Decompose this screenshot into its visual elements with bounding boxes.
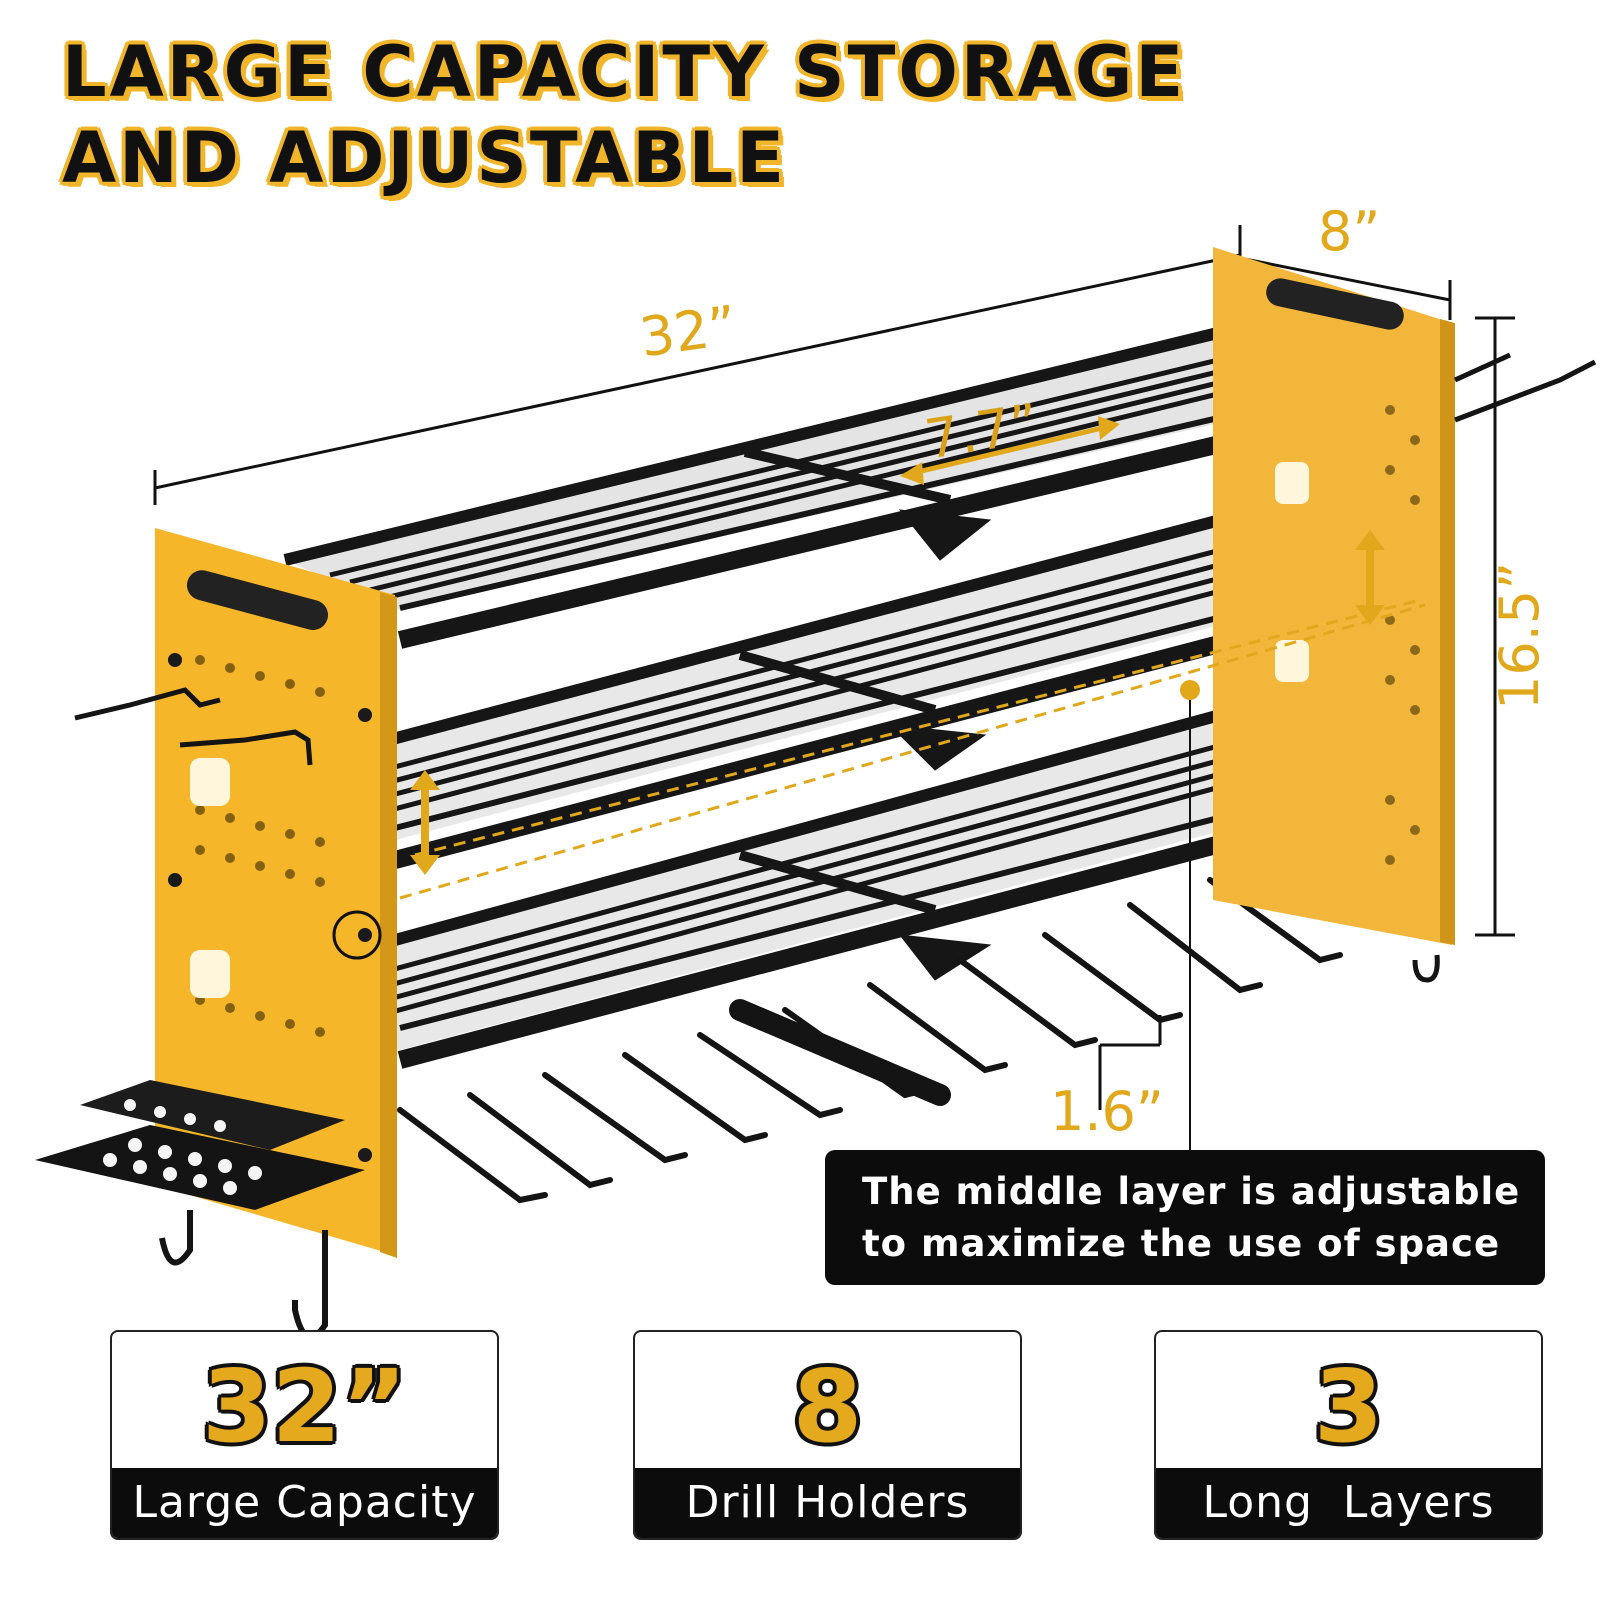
drill-holders — [397, 877, 1343, 1204]
stat-label: Long Layers — [1156, 1468, 1541, 1538]
depth-dimension-label: 8” — [1318, 200, 1381, 263]
dimension-lines — [153, 225, 1515, 1150]
note-line-1: The middle layer is adjustable — [862, 1170, 1521, 1213]
height-dimension-label: 16.5” — [1488, 561, 1551, 710]
adjustment-indicators — [399, 416, 1426, 900]
bit-holder-tray — [35, 1080, 365, 1340]
stat-label: Large Capacity — [112, 1468, 497, 1538]
adjustable-layer-note: The middle layer is adjustable to maximi… — [825, 1150, 1545, 1285]
stat-value: 8 — [792, 1348, 863, 1465]
stat-value: 3 — [1313, 1348, 1384, 1465]
right-side-panel — [1213, 247, 1597, 983]
note-line-2: to maximize the use of space — [862, 1222, 1501, 1265]
stat-value: 32” — [202, 1348, 407, 1465]
length-dimension-label: 32” — [636, 293, 741, 370]
headline-line-2: AND ADJUSTABLE — [62, 117, 788, 199]
stat-card-drill-holders: 8 Drill Holders — [633, 1330, 1022, 1540]
stat-card-capacity: 32” Large Capacity — [110, 1330, 499, 1540]
stat-label: Drill Holders — [635, 1468, 1020, 1538]
stat-card-layers: 3 Long Layers — [1154, 1330, 1543, 1540]
holder-gap-label: 1.6” — [1050, 1080, 1164, 1143]
headline-line-1: LARGE CAPACITY STORAGE — [62, 31, 1187, 113]
